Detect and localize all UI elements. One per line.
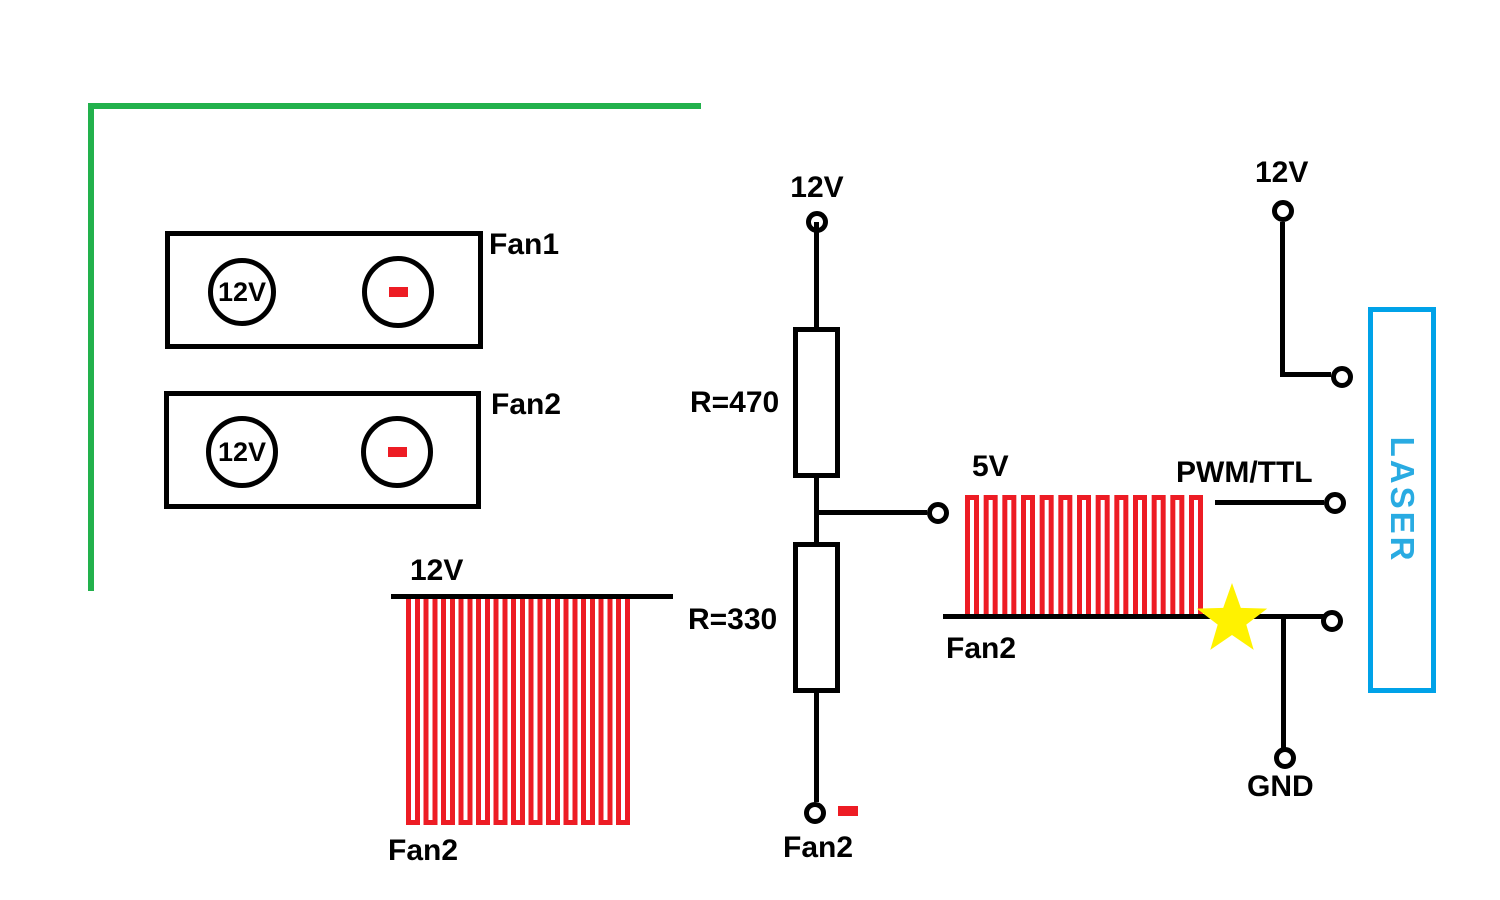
wire bbox=[814, 222, 819, 327]
resistor-470-label: R=470 bbox=[690, 386, 780, 419]
minus-icon bbox=[838, 806, 858, 816]
gnd-terminal bbox=[1274, 747, 1296, 769]
left-waveform-level-label: 12V bbox=[410, 554, 464, 587]
fan2-negative-pin bbox=[361, 416, 433, 488]
pwm-input-terminal bbox=[1324, 492, 1346, 514]
fan2-signal-terminal bbox=[1321, 610, 1343, 632]
fan1-connector-label: Fan1 bbox=[489, 228, 560, 261]
wire-pwm bbox=[1215, 500, 1324, 505]
wire bbox=[814, 693, 819, 802]
fan2-positive-pin: 12V bbox=[206, 416, 278, 488]
divider-supply-label: 12V bbox=[790, 171, 844, 204]
wire bbox=[1280, 372, 1331, 377]
fan2-positive-pin-label: 12V bbox=[217, 436, 267, 467]
left-waveform-name-label: Fan2 bbox=[388, 834, 459, 867]
right-waveform-name-label: Fan2 bbox=[946, 632, 1017, 665]
laser-supply-input-terminal bbox=[1331, 366, 1353, 388]
green-guide-line-vertical bbox=[88, 103, 94, 591]
wire bbox=[814, 478, 819, 542]
laser-supply-terminal bbox=[1272, 200, 1294, 222]
divider-tap-terminal bbox=[927, 502, 949, 524]
pwm-ttl-label: PWM/TTL bbox=[1176, 456, 1313, 489]
right-waveform-baseline bbox=[943, 614, 1328, 619]
wire-divider-tap bbox=[817, 510, 927, 515]
left-waveform-baseline bbox=[391, 594, 673, 599]
fan1-positive-pin: 12V bbox=[208, 258, 276, 326]
resistor-470 bbox=[793, 327, 840, 478]
fan2-connector-label: Fan2 bbox=[491, 388, 562, 421]
divider-output-terminal bbox=[804, 802, 826, 824]
star-icon bbox=[1196, 583, 1268, 650]
resistor-330-label: R=330 bbox=[688, 603, 778, 636]
gnd-label: GND bbox=[1247, 770, 1314, 803]
minus-icon bbox=[388, 287, 408, 297]
resistor-330 bbox=[793, 542, 840, 693]
green-guide-line-horizontal bbox=[88, 103, 701, 109]
laser-module-label: LASER bbox=[1384, 436, 1421, 564]
fan1-positive-pin-label: 12V bbox=[217, 276, 267, 307]
wire-gnd bbox=[1281, 616, 1286, 749]
right-waveform-level-label: 5V bbox=[972, 450, 1009, 483]
minus-icon bbox=[387, 447, 407, 457]
fan1-negative-pin bbox=[362, 256, 434, 328]
pwm-waveform-icon bbox=[406, 599, 630, 825]
fan2-connector: 12V bbox=[164, 391, 481, 509]
divider-output-label: Fan2 bbox=[783, 831, 854, 864]
wire bbox=[1280, 222, 1285, 377]
laser-module-box: LASER bbox=[1368, 307, 1436, 693]
fan1-connector: 12V bbox=[165, 231, 483, 349]
pwm-waveform-icon bbox=[965, 495, 1203, 616]
laser-supply-label: 12V bbox=[1255, 156, 1309, 189]
